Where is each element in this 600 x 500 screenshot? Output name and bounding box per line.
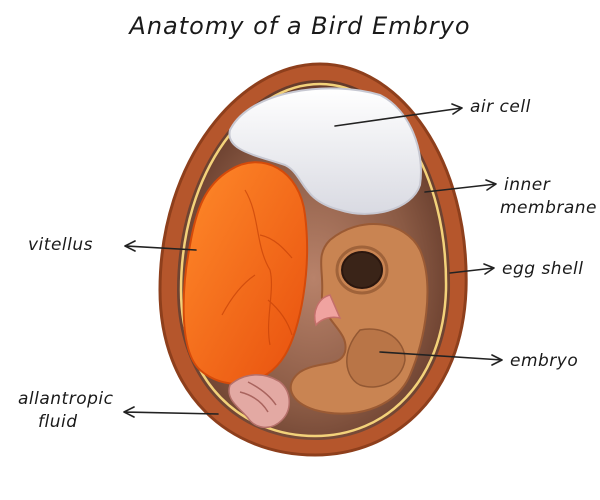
embryo-beak: [314, 294, 342, 327]
air-cell-arrow: [334, 103, 463, 127]
allantropic-fluid-label-2: fluid: [38, 412, 78, 432]
inner-membrane: [179, 82, 448, 438]
egg-shell-label: egg shell: [502, 259, 583, 279]
allantropic-fluid-label-1: allantropic: [18, 389, 114, 409]
diagram-title: Anatomy of a Bird Embryo: [127, 12, 470, 40]
inner-membrane-label-1: inner: [504, 175, 551, 195]
inner-membrane-arrow: [424, 179, 497, 193]
embryo-foot-toes: [239, 381, 277, 413]
embryo-wing: [346, 328, 406, 388]
embryo-label: embryo: [510, 351, 578, 371]
air-cell-label: air cell: [470, 97, 531, 117]
inner-membrane-label-2: membrane: [500, 198, 597, 218]
allantropic-fluid-arrow: [123, 406, 219, 418]
embryo-arrow: [379, 351, 503, 366]
egg-shell-arrow: [449, 263, 495, 275]
embryo-eye: [341, 251, 383, 289]
embryo-eye-ring: [335, 245, 389, 295]
vitellus-label: vitellus: [28, 235, 93, 255]
air-cell: [228, 87, 422, 215]
vitellus-arrow: [124, 240, 197, 252]
yolk-veins: [221, 189, 293, 346]
